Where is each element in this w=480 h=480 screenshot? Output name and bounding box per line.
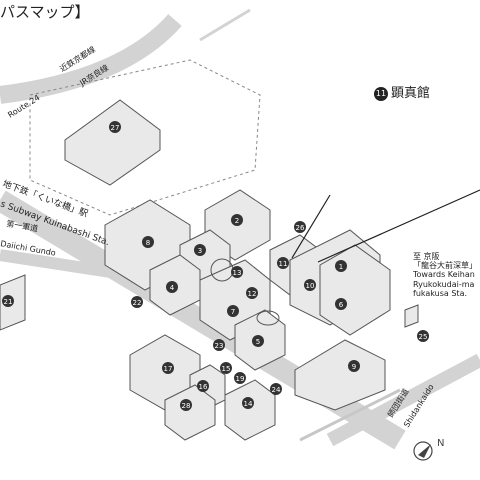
marker-19: 19 bbox=[234, 372, 246, 384]
marker-5: 5 bbox=[252, 335, 264, 347]
marker-26: 26 bbox=[294, 221, 306, 233]
svg-text:4: 4 bbox=[170, 284, 175, 292]
marker-2: 2 bbox=[231, 214, 243, 226]
svg-text:28: 28 bbox=[182, 402, 191, 410]
svg-text:27: 27 bbox=[111, 124, 120, 132]
marker-22: 22 bbox=[131, 296, 143, 308]
building-25 bbox=[404, 304, 419, 328]
marker-6: 6 bbox=[335, 298, 347, 310]
svg-text:19: 19 bbox=[236, 375, 245, 383]
marker-25: 25 bbox=[417, 330, 429, 342]
route24-road bbox=[0, 13, 182, 104]
svg-text:23: 23 bbox=[215, 342, 224, 350]
svg-text:22: 22 bbox=[133, 299, 142, 307]
marker-16: 16 bbox=[197, 380, 209, 392]
svg-text:7: 7 bbox=[231, 308, 235, 316]
svg-text:11: 11 bbox=[279, 260, 288, 268]
svg-text:16: 16 bbox=[199, 383, 208, 391]
map-title: パスマップ】 bbox=[0, 3, 90, 21]
svg-text:8: 8 bbox=[146, 239, 150, 247]
svg-text:6: 6 bbox=[339, 301, 344, 309]
shidankaido-road bbox=[326, 353, 480, 447]
compass-icon bbox=[413, 441, 433, 461]
svg-text:25: 25 bbox=[419, 333, 428, 341]
callout-line-11 bbox=[291, 194, 331, 259]
marker-23: 23 bbox=[213, 339, 225, 351]
marker-11: 11 bbox=[277, 257, 289, 269]
marker-7: 7 bbox=[227, 305, 239, 317]
building-28 bbox=[164, 384, 216, 441]
svg-text:10: 10 bbox=[306, 282, 315, 290]
marker-13: 13 bbox=[231, 266, 243, 278]
callout-label: 顕真館 bbox=[391, 86, 431, 101]
marker-4: 4 bbox=[166, 281, 178, 293]
svg-text:21: 21 bbox=[4, 298, 13, 306]
rail-line-north bbox=[199, 8, 251, 42]
keihan-station-note: 至 京阪 「龍谷大前深草」 Towards Keihan Ryukokudai-… bbox=[413, 252, 477, 298]
svg-text:12: 12 bbox=[248, 290, 257, 298]
fountain-circle bbox=[256, 310, 280, 326]
keihan-line-4: Ryukokudai-ma bbox=[413, 279, 475, 289]
svg-text:1: 1 bbox=[339, 263, 343, 271]
marker-21: 21 bbox=[2, 295, 14, 307]
daiichi-gundo-road bbox=[0, 249, 131, 281]
compass-north-label: N bbox=[437, 438, 444, 449]
marker-10: 10 bbox=[304, 279, 316, 291]
marker-12: 12 bbox=[246, 287, 258, 299]
campus-boundary bbox=[29, 59, 261, 216]
marker-24: 24 bbox=[270, 383, 282, 395]
marker-28: 28 bbox=[180, 399, 192, 411]
keihan-line-2: 「龍谷大前深草」 bbox=[413, 261, 477, 271]
svg-text:17: 17 bbox=[164, 365, 173, 373]
callout-number-badge: 11 bbox=[374, 87, 388, 102]
marker-27: 27 bbox=[109, 121, 121, 133]
svg-text:3: 3 bbox=[198, 247, 202, 255]
marker-8: 8 bbox=[142, 236, 154, 248]
callout-line-keihan bbox=[317, 189, 480, 263]
svg-text:2: 2 bbox=[235, 217, 239, 225]
svg-text:14: 14 bbox=[244, 400, 253, 408]
svg-text:24: 24 bbox=[272, 386, 281, 394]
svg-text:26: 26 bbox=[296, 224, 305, 232]
marker-17: 17 bbox=[162, 362, 174, 374]
marker-14: 14 bbox=[242, 397, 254, 409]
keihan-line-5: fukakusa Sta. bbox=[413, 288, 468, 298]
svg-text:15: 15 bbox=[222, 365, 231, 373]
side-road bbox=[299, 388, 401, 442]
svg-text:9: 9 bbox=[352, 363, 356, 371]
svg-text:13: 13 bbox=[233, 269, 242, 277]
svg-text:5: 5 bbox=[256, 338, 260, 346]
callout-kenshinkan: 11 顕真館 bbox=[374, 86, 431, 102]
marker-15: 15 bbox=[220, 362, 232, 374]
marker-1: 1 bbox=[335, 260, 347, 272]
building-27 bbox=[64, 99, 161, 186]
keihan-line-1: 至 京阪 bbox=[413, 252, 440, 261]
marker-3: 3 bbox=[194, 244, 206, 256]
marker-9: 9 bbox=[348, 360, 360, 372]
building-14 bbox=[224, 379, 276, 441]
building-9 bbox=[294, 339, 386, 411]
keihan-line-3: Towards Keihan bbox=[413, 270, 475, 280]
